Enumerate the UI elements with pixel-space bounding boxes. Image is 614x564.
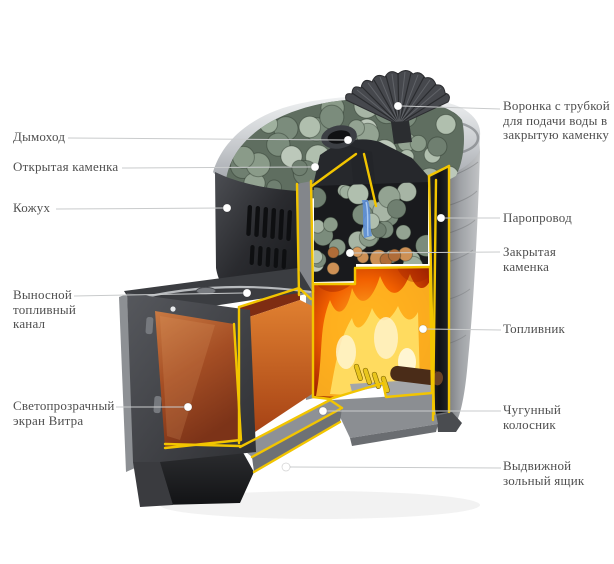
door-screw	[170, 306, 176, 312]
leader-line-funnel	[401, 105, 501, 110]
marker-dot-steam-pipe	[436, 213, 446, 223]
leader-line-firebox	[426, 328, 502, 331]
water-stream	[362, 200, 372, 238]
cut-edges	[163, 152, 451, 474]
label-vitra-screen: Светопрозрачный экран Витра	[13, 398, 115, 428]
water-funnel	[345, 70, 450, 144]
marker-dot-casing	[222, 203, 232, 213]
firebox	[313, 267, 444, 400]
leader-line-chimney	[67, 137, 345, 141]
marker-dot-vitra-screen	[183, 402, 193, 412]
label-firebox: Топливник	[503, 321, 566, 336]
label-funnel: Воронка с трубкой для подачи воды в закр…	[503, 98, 610, 142]
fuel-channel-interior	[240, 288, 312, 438]
door-glass	[155, 311, 241, 448]
ash-plate-top	[240, 400, 342, 457]
marker-dot-firebox	[418, 324, 428, 334]
door-glass-sheen	[160, 316, 215, 440]
label-fuel-channel: Выносной топливный канал	[13, 287, 76, 331]
label-open-stone-chamber: Открытая каменка	[13, 159, 119, 174]
leader-lines	[55, 105, 502, 469]
ash-plate-front	[252, 408, 342, 472]
ash-box-assembly	[158, 400, 342, 505]
marker-dot-open-stone-chamber	[310, 162, 320, 172]
leader-line-casing	[55, 207, 224, 210]
stove-door	[119, 293, 256, 507]
label-casing: Кожух	[13, 200, 51, 215]
door-frame-outer-strip	[119, 294, 135, 472]
stove-base	[332, 394, 438, 446]
marker-dot-funnel	[393, 101, 403, 111]
label-ash-box: Выдвижной зольный ящик	[503, 458, 585, 488]
marker-dot-grate	[318, 406, 328, 416]
stove-leg-right	[436, 412, 462, 432]
log	[390, 365, 444, 386]
marker-dots	[183, 101, 446, 472]
funnel-neck	[391, 121, 412, 144]
leader-line-ash-box	[289, 466, 502, 469]
label-steam-pipe: Паропровод	[503, 210, 572, 225]
marker-dot-chimney	[343, 135, 353, 145]
label-chimney: Дымоход	[13, 129, 66, 144]
brand-badge	[196, 286, 216, 296]
marker-dot-fuel-channel	[242, 288, 252, 298]
marker-dot-ash-box	[281, 462, 291, 472]
marker-dot-closed-stone-chamber	[345, 248, 355, 258]
stove-casing-front	[215, 172, 299, 298]
leader-line-closed-stone-chamber	[353, 251, 501, 254]
leader-line-fuel-channel	[73, 292, 244, 297]
leader-line-open-stone-chamber	[121, 166, 312, 169]
vent-slots	[246, 205, 293, 269]
door-hinges	[145, 316, 162, 414]
label-grate: Чугунный колосник	[503, 402, 561, 432]
door-foot	[133, 462, 173, 507]
label-closed-stone-chamber: Закрытая каменка	[503, 244, 557, 274]
